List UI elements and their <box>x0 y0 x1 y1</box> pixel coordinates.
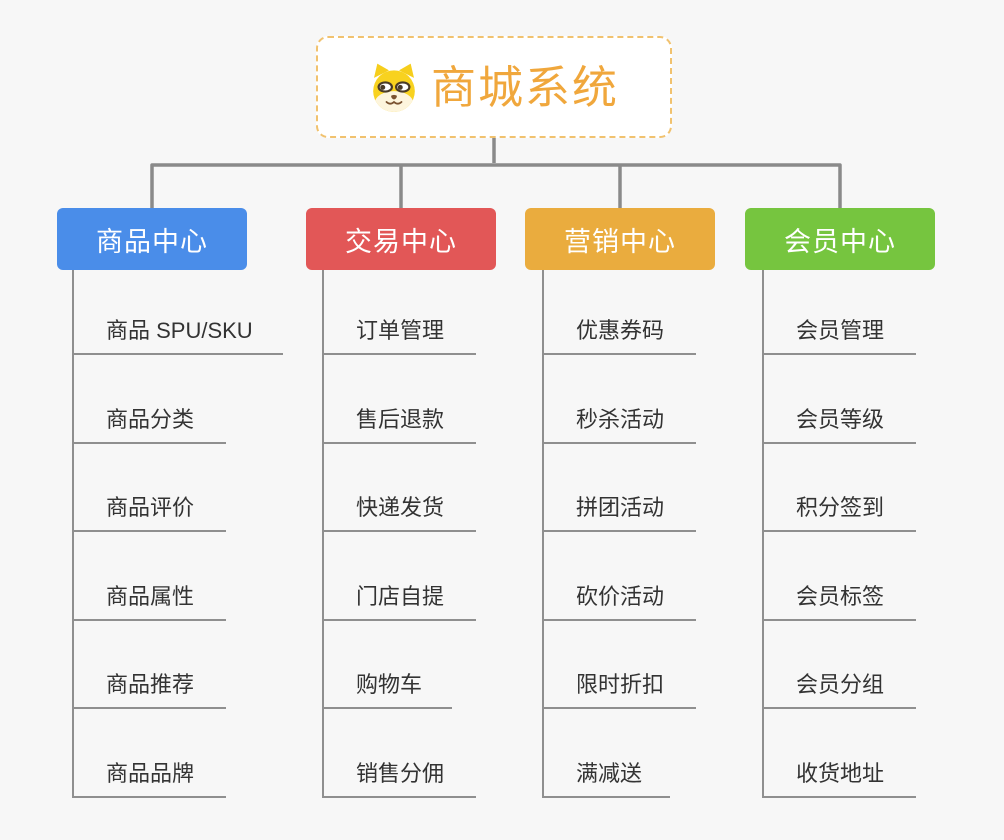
leaf-node[interactable]: 销售分佣 <box>322 754 476 798</box>
leaf-node[interactable]: 商品属性 <box>72 577 226 621</box>
leaf-node[interactable]: 会员等级 <box>762 400 916 444</box>
leaf-node[interactable]: 商品推荐 <box>72 665 226 709</box>
branch-node-trade-center[interactable]: 交易中心 <box>306 208 496 270</box>
leaf-node[interactable]: 收货地址 <box>762 754 916 798</box>
leaf-node[interactable]: 售后退款 <box>322 400 476 444</box>
leaf-node[interactable]: 订单管理 <box>322 311 476 355</box>
dog-face-icon <box>373 63 415 112</box>
leaf-node[interactable]: 商品分类 <box>72 400 226 444</box>
root-node[interactable]: 商城系统 <box>316 36 672 138</box>
leaf-node[interactable]: 商品 SPU/SKU <box>72 311 283 355</box>
leaf-node[interactable]: 限时折扣 <box>542 665 696 709</box>
branch-node-marketing-center[interactable]: 营销中心 <box>525 208 715 270</box>
branch-node-member-center[interactable]: 会员中心 <box>745 208 935 270</box>
leaf-node[interactable]: 商品评价 <box>72 488 226 532</box>
leaf-node[interactable]: 会员分组 <box>762 665 916 709</box>
leaf-node[interactable]: 秒杀活动 <box>542 400 696 444</box>
leaf-node[interactable]: 购物车 <box>322 665 452 709</box>
leaf-node[interactable]: 满减送 <box>542 754 670 798</box>
root-title: 商城系统 <box>430 61 619 113</box>
leaf-node[interactable]: 会员标签 <box>762 577 916 621</box>
leaf-node[interactable]: 优惠券码 <box>542 311 696 355</box>
leaf-node[interactable]: 门店自提 <box>322 577 476 621</box>
leaf-node[interactable]: 会员管理 <box>762 311 916 355</box>
leaf-node[interactable]: 砍价活动 <box>542 577 696 621</box>
leaf-node[interactable]: 商品品牌 <box>72 754 226 798</box>
leaf-node[interactable]: 积分签到 <box>762 488 916 532</box>
leaf-node[interactable]: 拼团活动 <box>542 488 696 532</box>
branch-node-product-center[interactable]: 商品中心 <box>57 208 247 270</box>
leaf-node[interactable]: 快递发货 <box>322 488 476 532</box>
